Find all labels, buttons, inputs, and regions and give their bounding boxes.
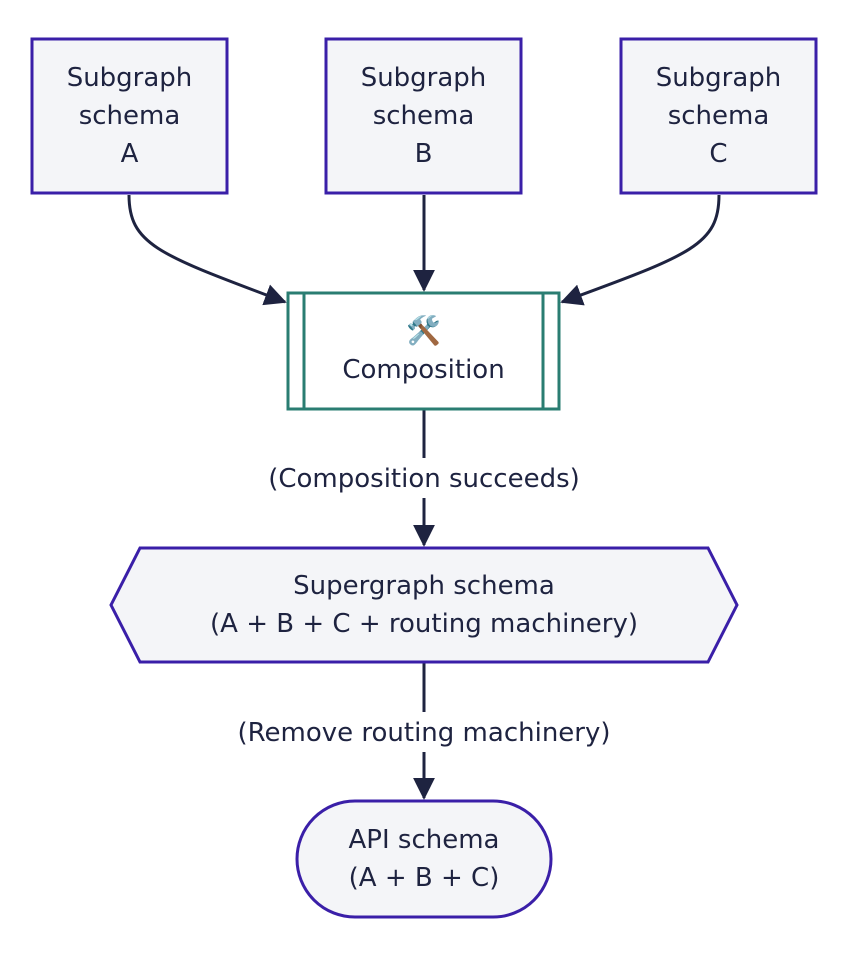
node-subgraph-b-line-1: Subgraph (361, 63, 487, 93)
node-composition-box (286, 291, 561, 411)
node-subgraph-c-line-2: schema (668, 101, 770, 131)
node-subgraph-a-box (30, 37, 229, 195)
edge-label-remove-routing-text: (Remove routing machinery) (237, 718, 610, 748)
node-subgraph-a: Subgraph schema A (30, 37, 229, 195)
node-subgraph-b: Subgraph schema B (324, 37, 523, 195)
node-subgraph-c-box (619, 37, 818, 195)
node-supergraph-hexagon (109, 546, 739, 664)
edge-label-remove-routing-bg (214, 712, 634, 752)
edge-label-composition-succeeds-text: (Composition succeeds) (268, 464, 580, 494)
node-composition-label: Composition (342, 355, 504, 385)
node-subgraph-a-line-2: schema (79, 101, 181, 131)
edge-c-to-composition (560, 194, 721, 306)
node-subgraph-b-line-3: B (415, 139, 433, 169)
node-api-schema-stadium (295, 799, 553, 919)
edge-label-composition-succeeds: (Composition succeeds) (250, 458, 598, 498)
node-supergraph-line-1: Supergraph schema (293, 571, 555, 601)
node-api-schema: API schema (A + B + C) (295, 799, 553, 919)
node-supergraph: Supergraph schema (A + B + C + routing m… (109, 546, 739, 664)
node-subgraph-b-line-2: schema (373, 101, 475, 131)
edge-label-remove-routing: (Remove routing machinery) (214, 712, 634, 752)
node-subgraph-c-line-3: C (709, 139, 727, 169)
node-composition: 🛠️ Composition (286, 291, 561, 411)
node-subgraph-c-line-1: Subgraph (656, 63, 782, 93)
node-subgraph-b-box (324, 37, 523, 195)
edge-label-composition-succeeds-bg (250, 458, 598, 498)
node-subgraph-a-line-3: A (121, 139, 139, 169)
node-subgraph-a-line-1: Subgraph (67, 63, 193, 93)
node-api-schema-line-1: API schema (349, 825, 500, 855)
node-subgraph-c: Subgraph schema C (619, 37, 818, 195)
edge-a-to-composition (127, 194, 287, 306)
hammer-and-wrench-icon: 🛠️ (406, 313, 441, 347)
node-supergraph-line-2: (A + B + C + routing machinery) (210, 609, 638, 639)
node-api-schema-line-2: (A + B + C) (349, 863, 500, 893)
